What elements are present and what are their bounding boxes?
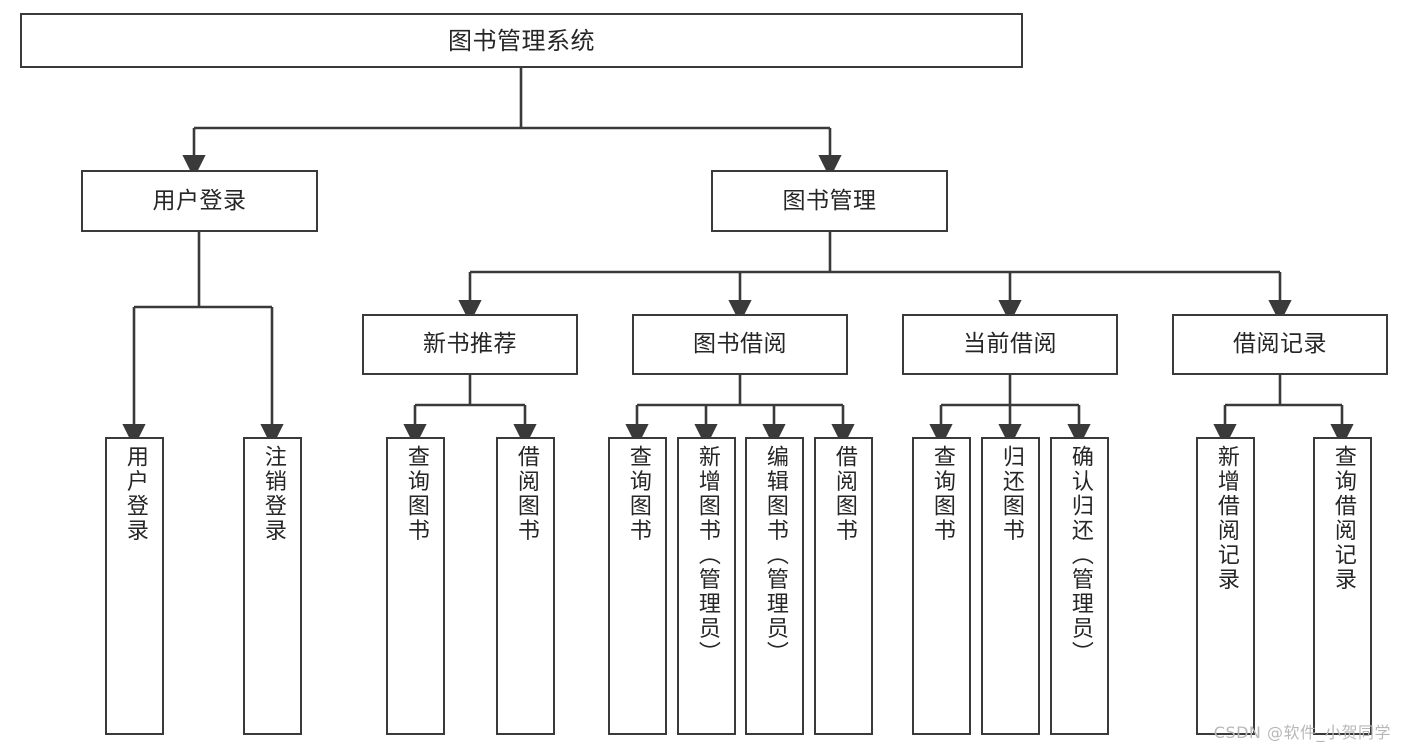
node-label: 用户登录: [152, 187, 247, 214]
node-user-login[interactable]: 用户登录: [81, 170, 318, 232]
node-label: 图书借阅: [693, 331, 787, 357]
leaf-records-query-record[interactable]: 查询借阅记录: [1313, 437, 1372, 735]
node-label: 编辑图书（管理员）: [762, 445, 788, 666]
node-borrowing-records[interactable]: 借阅记录: [1172, 314, 1388, 375]
node-root-book-management-system[interactable]: 图书管理系统: [20, 13, 1023, 68]
node-label: 归还图书: [998, 445, 1024, 543]
node-label: 新书推荐: [423, 331, 517, 357]
node-label: 图书管理: [782, 187, 877, 214]
leaf-borrow-edit-book-admin[interactable]: 编辑图书（管理员）: [745, 437, 804, 735]
node-label: 借阅记录: [1233, 331, 1327, 357]
node-label: 用户登录: [122, 445, 148, 543]
node-label: 查询图书: [625, 445, 651, 543]
leaf-logout[interactable]: 注销登录: [243, 437, 302, 735]
node-label: 当前借阅: [963, 331, 1057, 357]
node-label: 查询图书: [929, 445, 955, 543]
node-label: 查询借阅记录: [1330, 445, 1356, 592]
leaf-user-login[interactable]: 用户登录: [105, 437, 164, 735]
node-label: 借阅图书: [513, 445, 539, 543]
watermark-text: CSDN @软件_小贺同学: [1213, 723, 1391, 742]
leaf-borrow-borrow-books[interactable]: 借阅图书: [814, 437, 873, 735]
leaf-current-confirm-return-admin[interactable]: 确认归还（管理员）: [1050, 437, 1109, 735]
node-label: 确认归还（管理员）: [1067, 445, 1093, 666]
node-current-borrowing[interactable]: 当前借阅: [902, 314, 1118, 375]
leaf-current-query-books[interactable]: 查询图书: [912, 437, 971, 735]
node-book-borrowing[interactable]: 图书借阅: [632, 314, 848, 375]
node-new-book-recommendation[interactable]: 新书推荐: [362, 314, 578, 375]
leaf-borrow-query-books[interactable]: 查询图书: [608, 437, 667, 735]
node-label: 借阅图书: [831, 445, 857, 543]
node-book-management[interactable]: 图书管理: [711, 170, 948, 232]
node-label: 图书管理系统: [448, 26, 595, 55]
node-label: 新增图书（管理员）: [694, 445, 720, 666]
leaf-current-return-books[interactable]: 归还图书: [981, 437, 1040, 735]
node-label: 注销登录: [260, 445, 286, 543]
leaf-newbook-borrow-books[interactable]: 借阅图书: [496, 437, 555, 735]
leaf-records-add-record[interactable]: 新增借阅记录: [1196, 437, 1255, 735]
leaf-borrow-add-book-admin[interactable]: 新增图书（管理员）: [677, 437, 736, 735]
node-label: 查询图书: [403, 445, 429, 543]
node-label: 新增借阅记录: [1213, 445, 1239, 592]
leaf-newbook-query-books[interactable]: 查询图书: [386, 437, 445, 735]
